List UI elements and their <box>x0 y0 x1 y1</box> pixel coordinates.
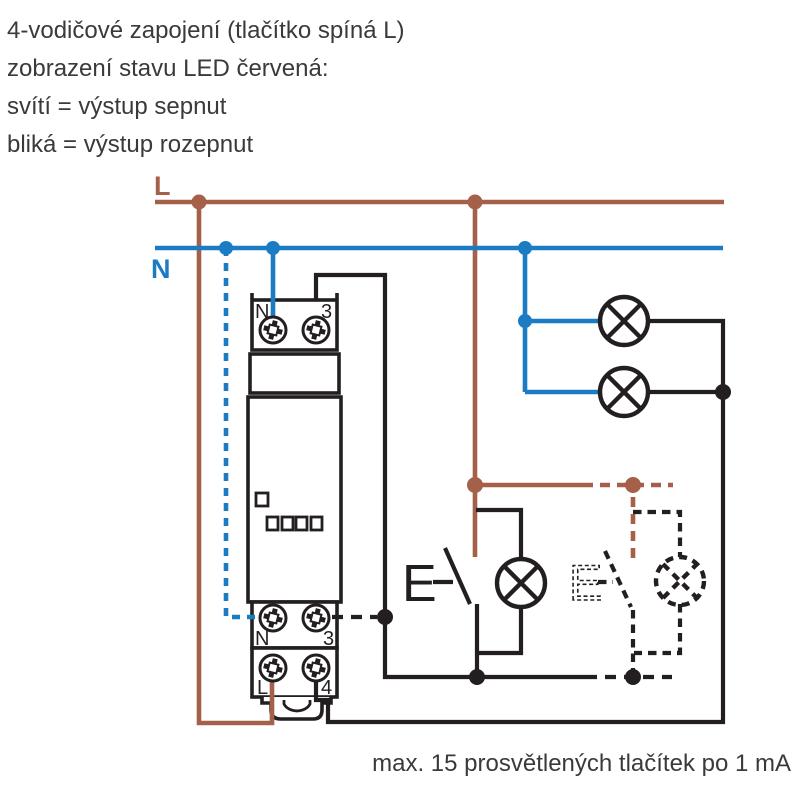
junction-dot <box>625 669 641 685</box>
device-button-3 <box>294 515 309 532</box>
device-button-4 <box>309 515 324 532</box>
pushbutton-label-e: E <box>402 555 437 613</box>
max-buttons-note: max. 15 prosvětlených tlačítek po 1 mA <box>372 750 791 777</box>
phase-bus-label: L <box>154 171 171 201</box>
junction-dot <box>219 241 233 255</box>
phase-wiring <box>155 199 724 726</box>
din-clip-slot <box>282 700 312 713</box>
button-lamp-branch-wire <box>476 507 524 559</box>
optional-lamp-return-wire <box>630 604 683 677</box>
optional-lamp-branch-wire <box>633 509 683 558</box>
button-lamp-return-wire <box>474 604 524 677</box>
neutral-bus-label: N <box>151 254 171 284</box>
neutral-wiring <box>155 245 723 620</box>
junction-dot <box>467 477 483 493</box>
description-line-2: zobrazení stavu LED červená: <box>7 55 329 82</box>
pushbutton-illuminated <box>433 507 545 677</box>
junction-dot <box>518 314 532 328</box>
junction-dots <box>191 194 731 685</box>
led-indicator <box>254 491 270 508</box>
phase-to-L-terminal-wire <box>196 202 275 726</box>
neutral-to-lamps-wire <box>522 248 600 395</box>
junction-dot <box>518 241 532 255</box>
junction-dot <box>467 194 483 210</box>
button-lamp-icon <box>497 559 545 607</box>
terminal-label-top-3: 3 <box>321 301 332 323</box>
optional-lamp-icon <box>656 557 704 605</box>
junction-dot <box>715 384 731 400</box>
terminal-label-mid-3: 3 <box>323 628 334 650</box>
junction-dot <box>469 669 485 685</box>
terminal3-top-wire <box>313 272 586 680</box>
description-text: 4-vodičové zapojení (tlačítko spíná L) z… <box>7 12 405 164</box>
junction-dot <box>191 194 207 210</box>
junction-dot <box>625 477 641 493</box>
terminal4-return-wire <box>313 318 726 725</box>
junction-dot <box>377 609 393 625</box>
pushbutton-optional-label-e: E <box>569 555 602 611</box>
device-button-2 <box>280 515 295 532</box>
lamp-1-icon <box>600 297 648 345</box>
terminal-label-top-n: N <box>255 301 269 323</box>
terminal-label-bottom-4: 4 <box>321 677 332 699</box>
terminal-label-bottom-l: L <box>257 677 268 699</box>
device-top-stubs <box>250 293 339 299</box>
optional-contact-actuator <box>603 550 633 608</box>
device-neck <box>248 352 341 395</box>
description-line-1: 4-vodičové zapojení (tlačítko spíná L) <box>7 17 405 44</box>
device-button-1 <box>265 515 280 532</box>
relay-device <box>246 293 343 721</box>
junction-dot <box>266 241 280 255</box>
lamp-2-icon <box>600 368 648 416</box>
terminal-label-mid-n: N <box>255 628 269 650</box>
button-contact-actuator <box>443 547 472 605</box>
neutral-dashed-wire <box>223 248 262 620</box>
description-line-4: bliká = výstup rozepnut <box>7 131 254 158</box>
description-line-3: svítí = výstup sepnut <box>7 93 227 120</box>
pushbutton-optional-dashed <box>598 509 704 677</box>
